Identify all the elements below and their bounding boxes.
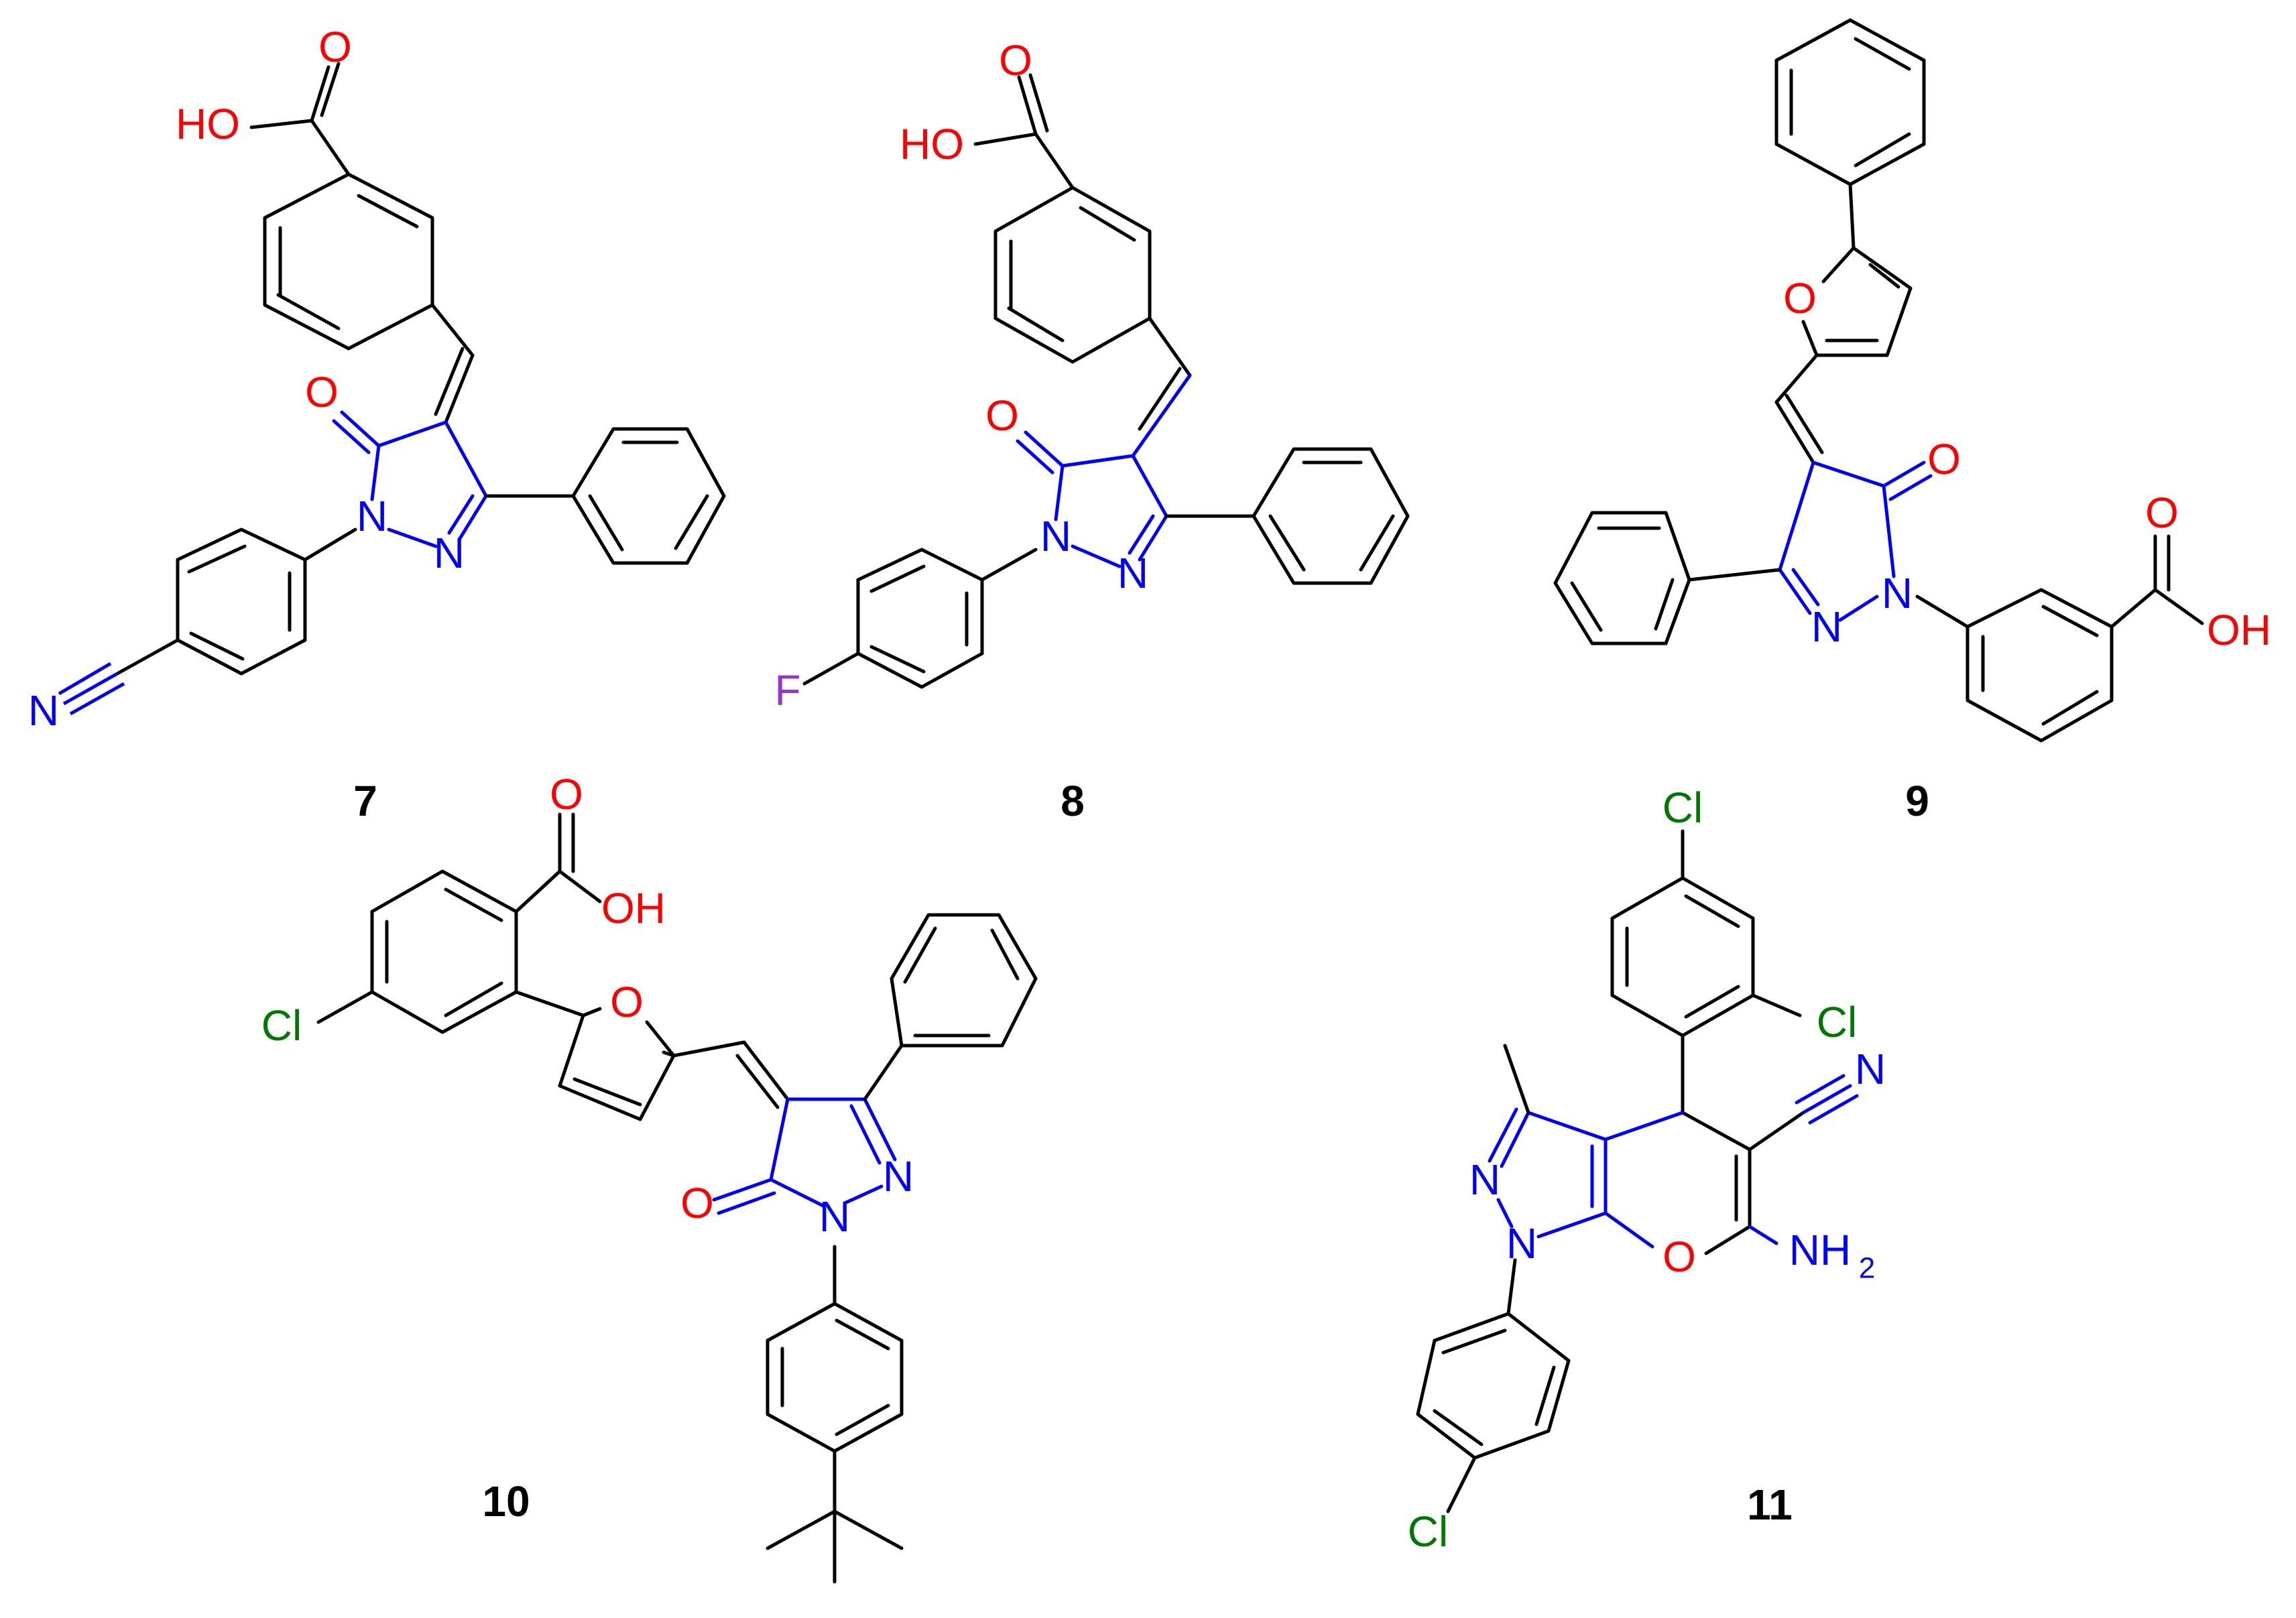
compound-9-furan-o: O [1783,274,1817,322]
compound-9-n1: N [1882,569,1913,617]
compound-8-n2: N [1117,549,1148,597]
compound-11-n1: N [1506,1219,1537,1267]
compound-11-chlorine-ortho: Cl [1817,998,1857,1046]
compound-7-n1: N [357,492,387,540]
compound-10-chlorine: Cl [261,1001,302,1050]
compound-7-n2: N [434,529,465,577]
compound-11-pyran-o: O [1663,1233,1696,1281]
compound-9-structure: O O N N O OH 9 [1553,18,2271,825]
compound-11-nitrile-n: N [1855,1045,1886,1093]
compound-10-structure: O OH Cl O O N N 10 [261,770,1038,1584]
compound-9-label: 9 [1905,777,1929,825]
compound-8-ring-carbonyl-o: O [985,391,1019,440]
compound-11-amine: NH [1789,1226,1851,1274]
compound-9-ring-carbonyl-o: O [1927,435,1961,483]
compound-7-hydroxyl: HO [176,100,240,148]
compound-11-n2: N [1469,1156,1500,1204]
compound-7-carbonyl-o-acid: O [318,23,352,71]
compound-8-label: 8 [1061,777,1085,825]
compound-10-ring-carbonyl-o: O [680,1179,714,1227]
compound-8-hydroxyl: HO [900,120,964,168]
compound-11-chlorine-bottom: Cl [1408,1507,1448,1556]
compound-10-hydroxyl: OH [601,884,666,932]
compound-7-ring-carbonyl-o: O [305,368,339,416]
compound-11-label: 11 [1747,1481,1793,1529]
compound-8-carbonyl-o-acid: O [999,36,1032,84]
compound-11-chlorine-top: Cl [1663,784,1703,832]
compound-10-carbonyl-o-acid: O [550,770,583,818]
compound-9-n2: N [1811,603,1842,651]
compound-7-nitrile-n: N [28,686,59,735]
compound-10-n2: N [883,1152,914,1200]
compound-10-n1: N [819,1192,850,1241]
compound-8-n1: N [1040,512,1071,560]
compound-10-label: 10 [482,1477,530,1526]
compound-9-carbonyl-o-acid: O [2145,489,2179,537]
compound-11-amine-subscript: 2 [1859,1252,1875,1285]
compound-7-structure: O HO O N N N 7 [28,23,726,825]
compound-8-fluorine: F [774,666,800,714]
compound-7-label: 7 [353,777,377,825]
compound-10-furan-o: O [610,978,644,1026]
compound-11-structure: Cl Cl N N N O NH 2 Cl 11 [1408,784,1886,1556]
compound-8-structure: O HO O N N F 8 [774,36,1410,825]
compound-9-hydroxyl: OH [2207,606,2271,654]
